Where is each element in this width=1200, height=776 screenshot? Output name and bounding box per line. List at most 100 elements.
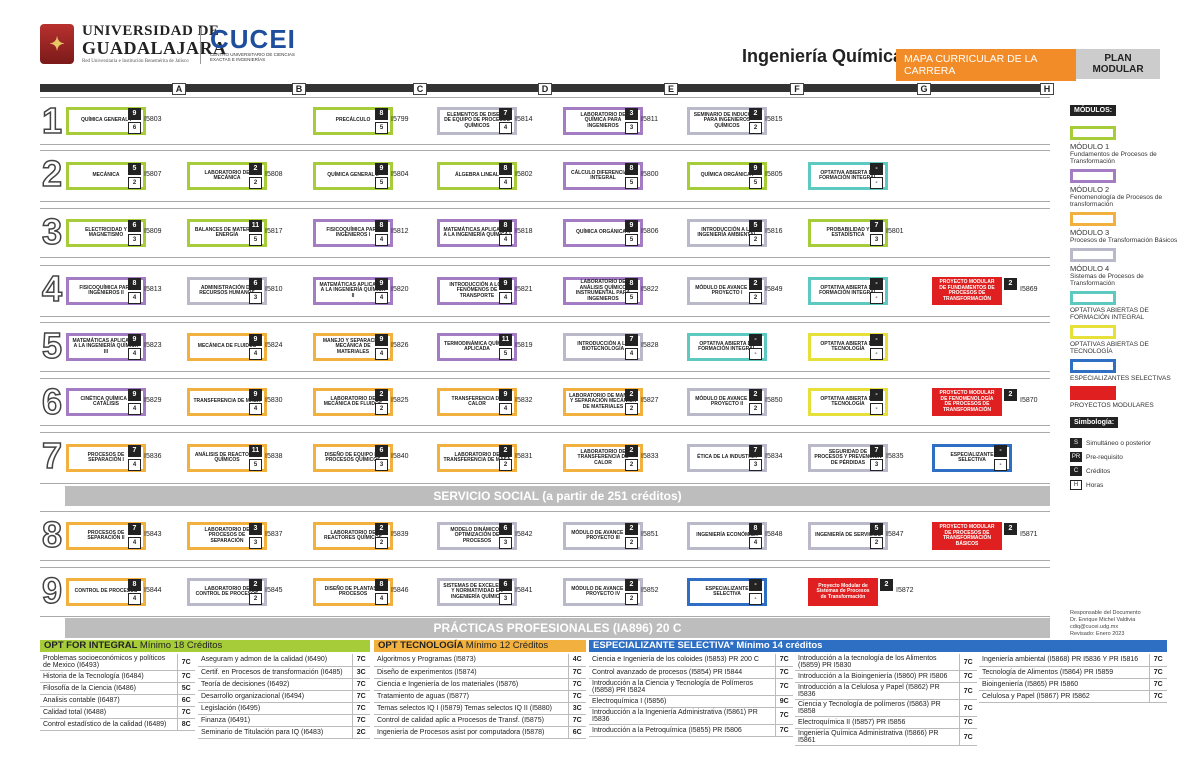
course-code: I5816 xyxy=(765,228,783,235)
opt-credits: 7C xyxy=(351,654,370,667)
course-code: I5830 xyxy=(265,397,283,404)
column-letter: F xyxy=(790,83,804,95)
course-card[interactable]: PROYECTO MODULAR DE FENOMENOLOGÍA DE PRO… xyxy=(932,388,1002,416)
course-hours: 3 xyxy=(625,122,638,134)
opt-name: Ingeniería de Procesos asist por computa… xyxy=(374,726,568,739)
sym-prerequisito-label: Pre-requisito xyxy=(1086,453,1123,461)
course-code: I5821 xyxy=(515,286,533,293)
course-hours: 4 xyxy=(128,292,141,304)
course-credits: 6 xyxy=(249,278,262,290)
course-credits: 7 xyxy=(625,334,638,346)
column-letter: H xyxy=(1040,83,1054,95)
column-letter: C xyxy=(413,83,427,95)
course-card[interactable]: TRANSFERENCIA DE CALOR xyxy=(437,388,517,416)
course-code: I5832 xyxy=(515,397,533,404)
servicio-social-band: SERVICIO SOCIAL (a partir de 251 crédito… xyxy=(65,486,1050,506)
course-code: I5799 xyxy=(391,116,409,123)
course-code: I5845 xyxy=(265,587,283,594)
opt-name: Certif. en Procesos de transformación (I… xyxy=(198,666,352,679)
course-code: I5815 xyxy=(765,116,783,123)
opt-row: Desarrollo organizacional (I6494)7C xyxy=(198,690,370,703)
course-hours: 4 xyxy=(375,593,388,605)
semester-number: 1 xyxy=(41,100,63,141)
opt-row: Ingeniería de Procesos asist por computa… xyxy=(374,726,586,739)
opt-row: Introducción a la tecnología de los Alim… xyxy=(795,654,977,671)
course-credits: 5 xyxy=(870,523,883,535)
cucei-logo: CUCEI CENTRO UNIVERSITARIO DE CIENCIAS E… xyxy=(210,24,296,63)
opt-credits: 7C xyxy=(567,714,586,727)
course-code: I5802 xyxy=(515,171,533,178)
course-code: I5818 xyxy=(515,228,533,235)
course-code: I5824 xyxy=(265,342,283,349)
legend-swatch-m4 xyxy=(1070,248,1116,262)
opt-credits: 7C xyxy=(176,670,195,683)
opt-name: Ingeniería ambiental (I5868) PR I5836 Y … xyxy=(979,654,1149,667)
opt-name: Filosofía de la Ciencia (I6486) xyxy=(40,682,177,695)
course-hours: 4 xyxy=(375,234,388,246)
opt-credits: 5C xyxy=(176,682,195,695)
course-hours: 4 xyxy=(499,403,512,415)
course-code: I5811 xyxy=(641,116,658,123)
course-hours: 2 xyxy=(625,459,638,471)
course-hours: 4 xyxy=(499,234,512,246)
course-card[interactable]: INGENIERÍA DE SERVICIOS xyxy=(808,522,888,550)
legend-m4: MÓDULO 4 xyxy=(1070,264,1110,273)
course-credits: 9 xyxy=(625,220,638,232)
course-code: I5803 xyxy=(144,116,162,123)
course-code: I5810 xyxy=(265,286,283,293)
course-hours: 2 xyxy=(249,593,262,605)
opt-credits: 7C xyxy=(958,716,977,729)
horas-icon: H xyxy=(1070,480,1082,490)
opt-credits: 3C xyxy=(351,666,370,679)
course-hours: - xyxy=(870,292,883,304)
udg-seal-icon: ✦ xyxy=(40,24,74,64)
course-card[interactable]: PROYECTO MODULAR DE FUNDAMENTOS DE PROCE… xyxy=(932,277,1002,305)
course-card[interactable]: SISTEMAS DE EXCELENCIA Y NORMATIVIDAD EN… xyxy=(437,578,517,606)
opt-integral-table-b: Aseguram y admon de la calidad (I6490)7C… xyxy=(198,654,370,739)
opt-credits: 8C xyxy=(176,718,195,731)
course-code: I5819 xyxy=(515,342,533,349)
course-hours: 2 xyxy=(625,537,638,549)
course-code: I5822 xyxy=(641,286,659,293)
course-hours: - xyxy=(870,177,883,189)
opt-especializante-header: ESPECIALIZANTE SELECTIVA* Mínimo 14 créd… xyxy=(589,640,1167,652)
course-hours: 2 xyxy=(249,177,262,189)
mapa-label: MAPA CURRICULAR DE LA CARRERA xyxy=(896,49,1076,81)
semester-row xyxy=(40,432,1050,484)
opt-row: Control estadístico de la calidad (I6489… xyxy=(40,718,195,731)
course-card[interactable]: Proyecto Modular de Sistemas de Procesos… xyxy=(808,578,878,606)
course-card[interactable]: ELEMENTOS DE DISEÑO DE EQUIPO DE PROCESO… xyxy=(437,107,517,135)
course-code: I5849 xyxy=(765,286,783,293)
course-credits: 9 xyxy=(249,334,262,346)
opt-name: Control de calidad aplic a Procesos de T… xyxy=(374,714,568,727)
course-code: I5835 xyxy=(886,453,904,460)
course-hours: 4 xyxy=(375,348,388,360)
course-hours: 5 xyxy=(625,292,638,304)
course-code: I5847 xyxy=(886,531,904,538)
opt-row: Analisis contable (I6487)6C xyxy=(40,694,195,707)
course-credits: 8 xyxy=(499,220,512,232)
opt-credits: 7C xyxy=(351,702,370,715)
opt-name: Electroquímica II (I5857) PR I5856 xyxy=(795,716,959,729)
course-code: I5834 xyxy=(765,453,783,460)
course-card[interactable]: PROBABILIDAD Y ESTADÍSTICA xyxy=(808,219,888,247)
opt-name: Introducción a la Ciencia y Tecnología d… xyxy=(589,678,775,696)
column-letter: E xyxy=(664,83,678,95)
course-card[interactable]: OPTATIVA ABIERTA DE TECNOLOGÍA xyxy=(808,388,888,416)
course-code: I5827 xyxy=(641,397,659,404)
course-credits: 6 xyxy=(375,445,388,457)
opt-row: Historia de la Tecnología (I6484)7C xyxy=(40,670,195,683)
opt-especializante-table-a: Ciencia e Ingeniería de los coloides (I5… xyxy=(589,654,793,737)
semester-row xyxy=(40,97,1050,145)
course-card[interactable]: PROYECTO MODULAR DE PROCESOS DE TRANSFOR… xyxy=(932,522,1002,550)
opt-row: Control avanzado de procesos (I5854) PR … xyxy=(589,666,793,679)
course-hours: 4 xyxy=(499,177,512,189)
opt-row: Finanza (I6491)7C xyxy=(198,714,370,727)
opt-row: Legislación (I6495)7C xyxy=(198,702,370,715)
course-code: I5829 xyxy=(144,397,162,404)
opt-tecnologia-header: OPT TECNOLOGÍA Mínimo 12 Créditos xyxy=(374,640,586,652)
course-credits: 7 xyxy=(870,445,883,457)
opt-row: Tratamiento de aguas (I5877)7C xyxy=(374,690,586,703)
opt-credits: 7C xyxy=(567,690,586,703)
